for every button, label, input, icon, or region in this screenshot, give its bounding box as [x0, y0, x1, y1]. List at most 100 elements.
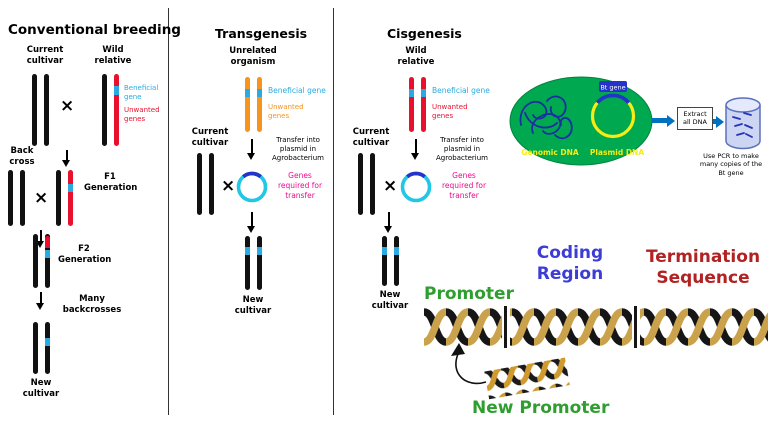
- beneficial-gene-segment: [114, 86, 119, 95]
- chromosome-bar-wild: [409, 77, 414, 132]
- genomic-dna-squiggle-icon: [519, 95, 573, 140]
- conventional-new-cultivar-label: New cultivar: [22, 378, 60, 399]
- plant-cell-diagram: Bt gene Genomic DNA Plasmid DNA: [509, 76, 653, 166]
- beneficial-gene-segment: [245, 247, 250, 255]
- f2-generation-label: F2 Generation: [58, 244, 112, 265]
- cisgenesis-current-cultivar-label: Current cultivar: [352, 127, 390, 148]
- divider-conventional-transgenesis: [168, 8, 169, 415]
- chromosome-bar: [358, 153, 363, 215]
- chromosome-bar-wild: [421, 77, 426, 132]
- chromosome-bar: [56, 170, 61, 226]
- chromosome-bar: [197, 153, 202, 215]
- chromosome-bar-new-cultivar: [245, 236, 250, 290]
- back-cross-label: Back cross: [9, 146, 35, 167]
- bt-gene-tag: [599, 81, 627, 92]
- chromosome-bar: [209, 153, 214, 215]
- many-backcrosses-label: Many backcrosses: [62, 294, 122, 315]
- conventional-unwanted-genes-label: Unwanted genes: [124, 106, 160, 124]
- chromosome-bar: [8, 170, 13, 226]
- unrelated-organism-label: Unrelated organism: [229, 46, 277, 67]
- chromosome-bar: [370, 153, 375, 215]
- chromosome-bar-new-cultivar: [257, 236, 262, 290]
- termination-sequence-label: Termination Sequence: [645, 247, 761, 288]
- unwanted-gene-segment: [45, 236, 50, 248]
- cisgenesis-transfer-note: Transfer into plasmid in Agrobacterium: [436, 136, 488, 163]
- transgenesis-title: Transgenesis: [215, 26, 308, 41]
- coding-helix-section: [510, 304, 632, 350]
- chromosome-bar-new-cultivar: [382, 236, 387, 286]
- beneficial-gene-segment: [257, 247, 262, 255]
- plasmid-icon: [400, 171, 432, 203]
- cross-symbol: ×: [60, 96, 75, 116]
- dna-helix: [424, 304, 768, 350]
- termination-helix-section: [640, 304, 768, 350]
- chromosome-bar-wild: [102, 74, 107, 146]
- pcr-note: Use PCR to make many copies of the Bt ge…: [699, 152, 763, 177]
- down-arrow: [62, 150, 71, 167]
- down-arrow: [36, 230, 45, 248]
- cisgenesis-genes-required-label: Genes required for transfer: [441, 171, 487, 200]
- chromosome-bar: [33, 234, 38, 288]
- cross-symbol: ×: [34, 188, 49, 208]
- transgenesis-current-cultivar-label: Current cultivar: [191, 127, 229, 148]
- beneficial-gene-segment: [257, 89, 262, 97]
- chromosome-bar-wild-unwanted: [114, 74, 119, 146]
- cisgenesis-wild-relative-label: Wild relative: [397, 46, 435, 67]
- divider-transgenesis-cisgenesis: [333, 8, 334, 415]
- chromosome-bar-new-cultivar: [394, 236, 399, 286]
- chromosome-bar: [33, 322, 38, 374]
- down-arrow: [411, 139, 420, 160]
- plasmid-dna-label: Plasmid DNA: [590, 148, 644, 157]
- conventional-title: Conventional breeding: [8, 22, 181, 38]
- transgenesis-beneficial-gene-label: Beneficial gene: [268, 86, 326, 95]
- cisgenesis-new-cultivar-label: New cultivar: [371, 290, 409, 311]
- transgenesis-genes-required-label: Genes required for transfer: [277, 171, 323, 200]
- transgenesis-new-cultivar-label: New cultivar: [234, 295, 272, 316]
- bt-gene-label: Bt gene: [600, 83, 625, 91]
- cross-symbol: ×: [221, 176, 236, 196]
- cisgenesis-title: Cisgenesis: [387, 26, 462, 41]
- down-arrow: [247, 212, 256, 233]
- chromosome-bar-unrelated: [257, 77, 262, 132]
- beneficial-gene-segment: [409, 89, 414, 97]
- extract-all-dna-box: Extract all DNA: [677, 107, 713, 130]
- promoter-helix-section: [424, 304, 502, 350]
- beneficial-gene-segment: [45, 250, 50, 258]
- coding-region-label: Coding Region: [536, 243, 604, 284]
- new-promoter-helix: [484, 357, 570, 400]
- down-arrow: [384, 212, 393, 233]
- beneficial-gene-segment: [394, 247, 399, 255]
- conventional-wild-relative-label: Wild relative: [94, 45, 132, 66]
- transgenesis-unwanted-genes-label: Unwanted genes: [268, 103, 304, 121]
- new-promoter-label: New Promoter: [472, 398, 610, 418]
- down-arrow: [247, 139, 256, 160]
- dna-fragments-icon: [732, 112, 753, 138]
- bt-gene-segment: [595, 93, 631, 105]
- chromosome-bar: [20, 170, 25, 226]
- beneficial-gene-segment: [45, 338, 50, 346]
- cisgenesis-beneficial-gene-label: Beneficial gene: [432, 86, 490, 95]
- cross-symbol: ×: [383, 176, 398, 196]
- chromosome-bar-f1: [68, 170, 73, 226]
- beneficial-gene-segment: [382, 247, 387, 255]
- down-arrow: [36, 292, 45, 310]
- chromosome-bar-cultivar: [32, 74, 37, 146]
- beneficial-gene-segment: [245, 89, 250, 97]
- plasmid-icon: [236, 171, 268, 203]
- beneficial-gene-segment: [68, 184, 73, 192]
- cisgenesis-unwanted-genes-label: Unwanted genes: [432, 103, 468, 121]
- section-divider-bar: [504, 306, 507, 348]
- conventional-current-cultivar-label: Current cultivar: [26, 45, 64, 66]
- genomic-dna-label: Genomic DNA: [521, 148, 579, 157]
- chromosome-bar-unrelated: [245, 77, 250, 132]
- chromosome-bar-f2: [45, 234, 50, 288]
- f1-generation-label: F1 Generation: [84, 172, 138, 193]
- conventional-beneficial-gene-label: Beneficial gene: [124, 84, 159, 102]
- to-tube-arrow: [713, 115, 724, 128]
- test-tube-icon: [725, 97, 761, 150]
- extract-arrow: [652, 114, 675, 127]
- promoter-label: Promoter: [424, 284, 514, 304]
- chromosome-bar-new-cultivar: [45, 322, 50, 374]
- section-divider-bar: [634, 306, 637, 348]
